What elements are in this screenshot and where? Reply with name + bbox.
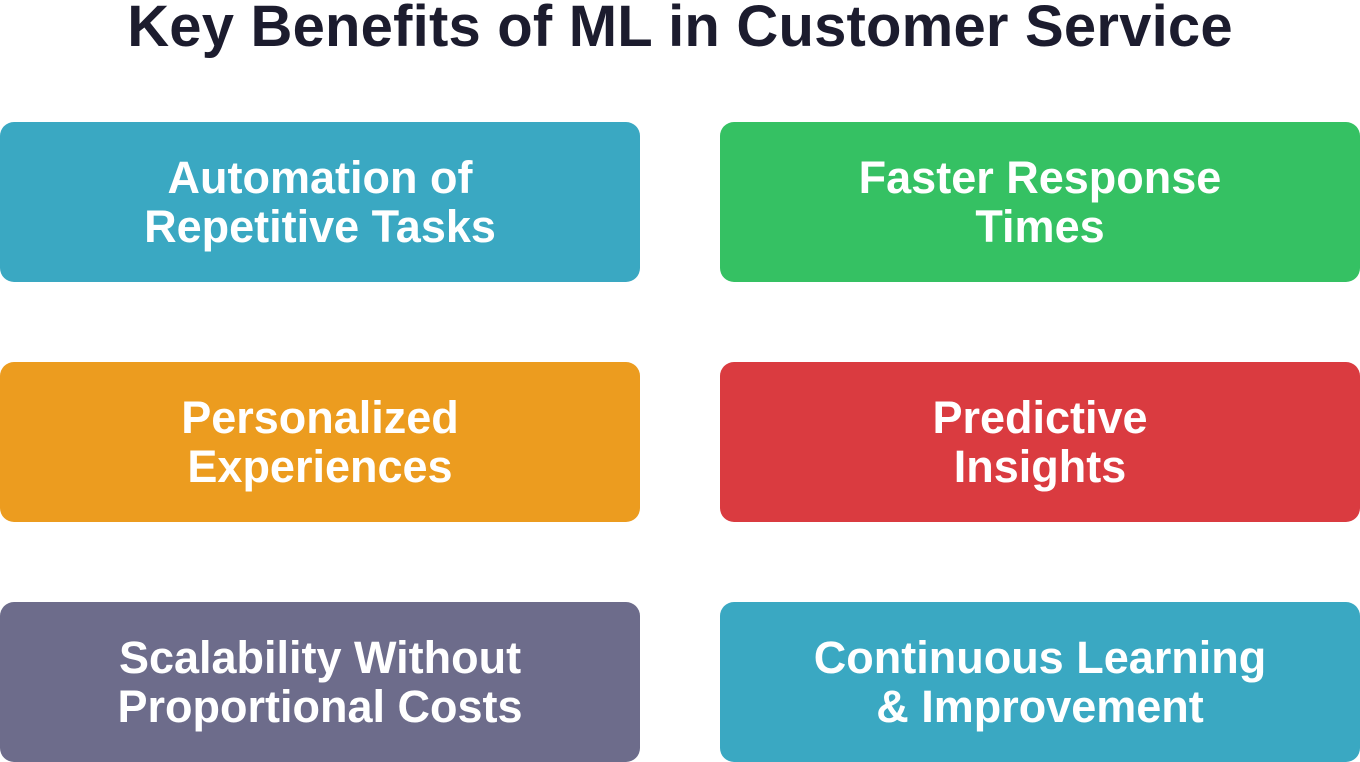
benefits-grid: Automation of Repetitive Tasks Faster Re… bbox=[0, 122, 1360, 762]
benefit-card-faster-response: Faster Response Times bbox=[720, 122, 1360, 282]
benefit-card-automation: Automation of Repetitive Tasks bbox=[0, 122, 640, 282]
benefit-card-predictive: Predictive Insights bbox=[720, 362, 1360, 522]
benefit-label: Faster Response Times bbox=[760, 153, 1320, 251]
benefit-label-line: Times bbox=[975, 201, 1105, 252]
page-title: Key Benefits of ML in Customer Service bbox=[127, 0, 1233, 59]
benefit-label-line: Scalability Without bbox=[118, 632, 522, 683]
benefit-label-line: Automation of bbox=[167, 152, 473, 203]
benefit-label: Personalized Experiences bbox=[40, 393, 600, 491]
benefit-label-line: Experiences bbox=[187, 441, 453, 492]
benefit-card-continuous-learning: Continuous Learning & Improvement bbox=[720, 602, 1360, 762]
benefit-label-line: Personalized bbox=[181, 392, 459, 443]
benefit-label-line: & Improvement bbox=[876, 681, 1204, 732]
benefit-label: Automation of Repetitive Tasks bbox=[40, 153, 600, 251]
benefit-label-line: Continuous Learning bbox=[813, 632, 1267, 683]
benefit-card-personalized: Personalized Experiences bbox=[0, 362, 640, 522]
benefit-label: Predictive Insights bbox=[760, 393, 1320, 491]
benefit-label: Continuous Learning & Improvement bbox=[760, 633, 1320, 731]
benefit-label-line: Repetitive Tasks bbox=[144, 201, 496, 252]
benefit-card-scalability: Scalability Without Proportional Costs bbox=[0, 602, 640, 762]
benefit-label-line: Predictive bbox=[932, 392, 1148, 443]
benefit-label: Scalability Without Proportional Costs bbox=[40, 633, 600, 731]
benefit-label-line: Proportional Costs bbox=[117, 681, 523, 732]
benefit-label-line: Insights bbox=[953, 441, 1127, 492]
benefit-label-line: Faster Response bbox=[858, 152, 1222, 203]
